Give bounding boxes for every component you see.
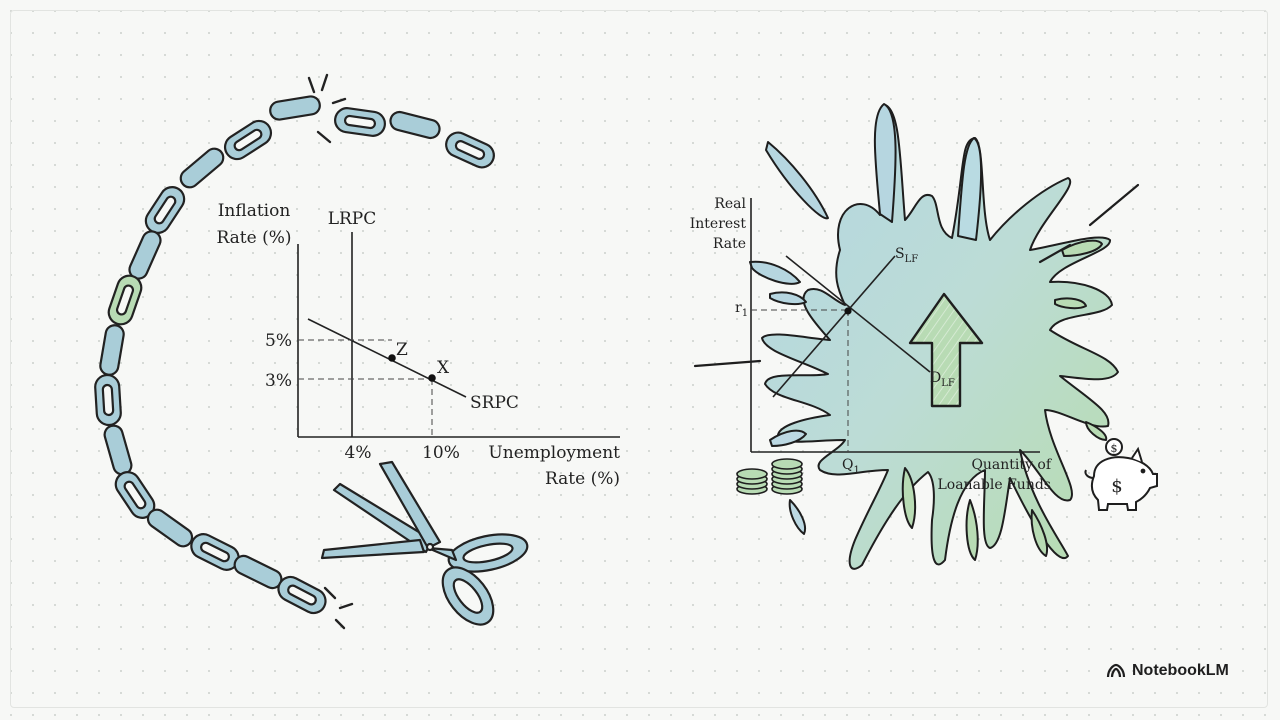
demand-label-main: D [930,370,941,386]
piggy-dollar-symbol: $ [1111,476,1122,497]
brand-name: NotebookLM [1132,662,1229,679]
r1-label-main: r [735,300,742,316]
chain-link-hole [287,584,317,606]
lf-y-label-line3: Rate [713,236,746,252]
chain-link-hole [233,128,263,152]
y-tick-3pct: 3% [265,371,292,391]
splash-streaks [693,183,1140,368]
piggy-bank-icon: $ $ [1084,438,1158,511]
chain-link-hole [344,114,376,130]
chain-link-hole [200,541,230,563]
phillips-x-label-line1: Unemployment [488,443,620,463]
page-frame [10,10,1268,708]
srpc-label: SRPC [470,393,519,413]
chain-link-hole [101,383,115,417]
chain-link [103,424,133,476]
loanable-funds-chart: Real Interest Rate r1 SLF DLF Q1 Quantit… [690,196,1053,493]
demand-label: DLF [930,370,955,389]
coin-stacks-icon [736,458,803,495]
chain-link [146,508,194,548]
r1-label: r1 [735,300,748,319]
demand-curve [785,255,931,373]
supply-label-sub: LF [905,254,919,265]
phillips-y-label-line1: Inflation [218,201,291,221]
chain-link [179,147,225,189]
phillips-curve-chart: Inflation Rate (%) LRPC SRPC 5% 3% 4% 10… [216,201,620,489]
q1-label-main: Q [842,457,853,473]
notebooklm-logo-icon [1106,663,1126,678]
demand-label-sub: LF [941,378,955,389]
lf-y-label-line1: Real [714,196,746,212]
r1-label-sub: 1 [742,308,748,319]
point-x-marker [428,374,436,382]
chain-link-hole [115,284,135,316]
broken-chain-illustration [94,95,495,615]
equilibrium-point [844,307,852,315]
y-tick-5pct: 5% [265,331,292,351]
chain-break-marks [307,73,354,630]
chain-link [269,95,321,121]
coin-dollar-symbol: $ [1111,442,1118,455]
chain-link [128,230,162,280]
scissors-icon [320,460,529,626]
supply-curve [772,255,896,398]
q1-label-sub: 1 [853,465,859,476]
chain-link-hole [153,195,177,225]
chain-link-hole [123,480,147,510]
srpc-curve [307,318,467,398]
q1-label: Q1 [842,457,860,476]
supply-label: SLF [895,246,918,265]
point-z-marker [388,354,396,362]
notebooklm-brand: NotebookLM [1106,659,1229,683]
lrpc-label: LRPC [328,209,377,229]
chain-link [99,324,125,376]
point-x-label: X [437,358,450,378]
lf-y-label-line2: Interest [690,216,747,232]
phillips-y-label-line2: Rate (%) [216,228,291,248]
point-z-label: Z [396,340,408,360]
chain-link-hole [454,140,486,160]
up-arrow-icon [908,292,984,408]
lf-x-label-line2: Loanable Funds [937,477,1051,493]
supply-label-main: S [895,246,905,262]
lf-x-label-line1: Quantity of [971,457,1052,473]
chain-link [233,554,283,590]
x-tick-4pct: 4% [345,443,372,463]
x-tick-10pct: 10% [422,443,460,463]
chain-link [389,110,441,140]
phillips-x-label-line2: Rate (%) [545,469,620,489]
